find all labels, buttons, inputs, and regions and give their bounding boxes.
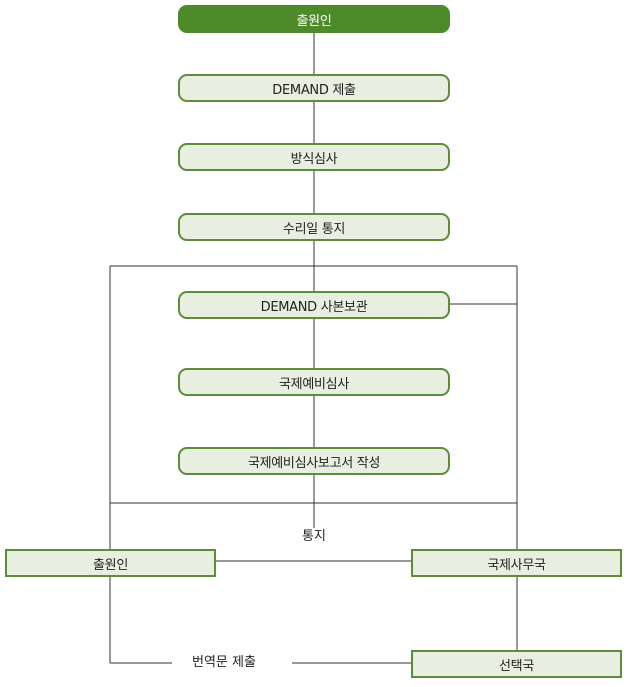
formality-exam-node: 방식심사 (178, 143, 450, 171)
elected-office-label: 선택국 (499, 658, 534, 674)
applicant-label: 출원인 (93, 557, 128, 573)
iper-report-label: 국제예비심사보고서 작성 (247, 455, 381, 471)
iper-node: 국제예비심사 (178, 368, 450, 396)
formality-exam-label: 방식심사 (290, 151, 338, 167)
translation-submit-label: 번역문 제출 (186, 654, 262, 672)
receipt-notice-node: 수리일 통지 (178, 213, 450, 241)
receipt-notice-label: 수리일 통지 (282, 221, 346, 237)
applicant-node: 출원인 (5, 549, 216, 577)
iper-label: 국제예비심사 (279, 376, 349, 392)
start-applicant-label: 출원인 (296, 13, 332, 29)
iper-report-node: 국제예비심사보고서 작성 (178, 447, 450, 475)
elected-office-node: 선택국 (411, 650, 622, 678)
demand-copy-keep-node: DEMAND 사본보관 (178, 291, 450, 319)
demand-submit-label: DEMAND 제출 (272, 82, 356, 98)
ib-node: 국제사무국 (411, 549, 622, 577)
start-applicant-node: 출원인 (178, 5, 450, 33)
demand-submit-node: DEMAND 제출 (178, 74, 450, 102)
ib-label: 국제사무국 (487, 557, 546, 573)
notice-label: 통지 (296, 528, 332, 546)
demand-copy-keep-label: DEMAND 사본보관 (260, 299, 368, 315)
